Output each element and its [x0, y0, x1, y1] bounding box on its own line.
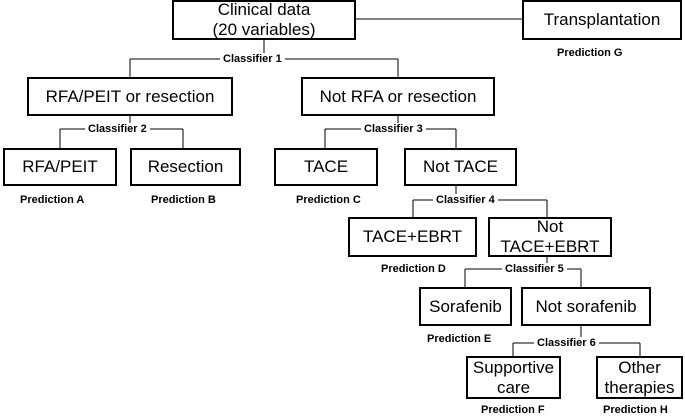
prediction-e-label: Prediction E: [427, 333, 492, 345]
node-tace-label: TACE: [303, 157, 349, 177]
node-sorafenib-label: Sorafenib: [429, 296, 502, 316]
node-not-sorafenib: Not sorafenib: [521, 287, 651, 326]
node-supportive-care-line2: care: [496, 377, 531, 397]
prediction-g-label: Prediction G: [557, 47, 623, 59]
classifier-6-label: Classifier 6: [534, 337, 599, 350]
node-transplantation-label: Transplantation: [543, 10, 661, 30]
node-not-tace-ebrt-line1: Not: [536, 217, 564, 237]
classifier-5-label: Classifier 5: [502, 263, 567, 276]
node-rfa-peit-label: RFA/PEIT: [22, 157, 98, 177]
node-not-tace: Not TACE: [404, 148, 517, 186]
classifier-1-label: Classifier 1: [220, 53, 285, 66]
node-clinical-data-line1: Clinical data: [217, 0, 311, 20]
node-supportive-care-line1: Supportive: [472, 357, 555, 377]
node-not-rfa-or-resection-label: Not RFA or resection: [319, 86, 477, 106]
node-not-tace-label: Not TACE: [423, 157, 498, 177]
prediction-a-label: Prediction A: [20, 194, 85, 206]
node-supportive-care: Supportive care: [466, 356, 561, 399]
node-clinical-data-line2: (20 variables): [212, 20, 316, 39]
prediction-d-label: Prediction D: [381, 263, 446, 275]
prediction-f-label: Prediction F: [481, 404, 545, 416]
classifier-4-label: Classifier 4: [433, 194, 498, 207]
node-rfa-or-resection: RFA/PEIT or resection: [27, 77, 233, 116]
node-not-tace-ebrt: Not TACE+EBRT: [488, 217, 612, 257]
node-rfa-peit: RFA/PEIT: [3, 148, 117, 186]
node-resection: Resection: [130, 148, 241, 186]
node-other-therapies-line2: therapies: [604, 377, 675, 397]
node-clinical-data: Clinical data (20 variables): [172, 0, 356, 40]
prediction-b-label: Prediction B: [151, 194, 216, 206]
node-tace-ebrt: TACE+EBRT: [348, 217, 477, 257]
node-tace: TACE: [274, 148, 378, 186]
node-other-therapies-line1: Other: [618, 357, 661, 377]
node-not-tace-ebrt-line2: TACE+EBRT: [500, 237, 600, 256]
prediction-c-label: Prediction C: [296, 194, 361, 206]
node-rfa-or-resection-label: RFA/PEIT or resection: [45, 86, 215, 106]
node-not-rfa-or-resection: Not RFA or resection: [301, 77, 495, 116]
node-sorafenib: Sorafenib: [419, 287, 512, 326]
node-resection-label: Resection: [147, 157, 224, 177]
node-other-therapies: Other therapies: [596, 356, 683, 399]
classifier-3-label: Classifier 3: [361, 123, 426, 136]
node-transplantation: Transplantation: [522, 0, 682, 40]
node-tace-ebrt-label: TACE+EBRT: [362, 227, 463, 247]
classifier-2-label: Classifier 2: [85, 123, 150, 136]
node-not-sorafenib-label: Not sorafenib: [535, 296, 637, 316]
prediction-h-label: Prediction H: [603, 404, 668, 416]
